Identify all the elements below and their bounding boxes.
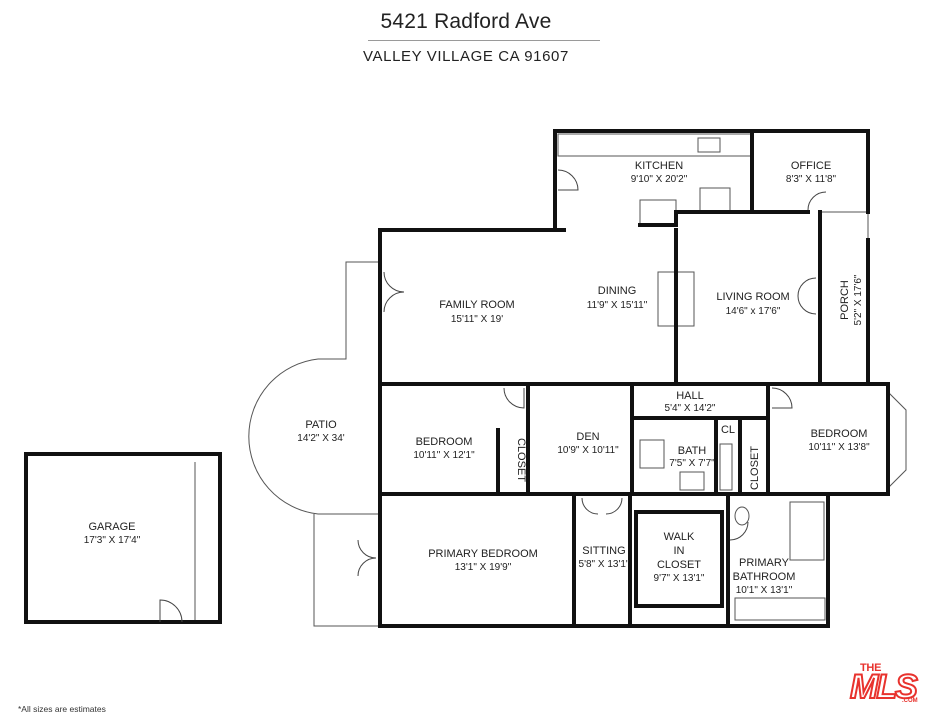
door-bedroom-west (503, 387, 525, 409)
title-divider (368, 40, 600, 41)
patio-outline (248, 261, 380, 515)
kitchen-size: 9'10" X 20'2" (631, 174, 688, 185)
kitchen-stove (699, 187, 731, 213)
logo-mls: MLS (849, 667, 919, 707)
dining-label: DINING (598, 285, 637, 297)
den-size: 10'9" X 10'11" (557, 445, 619, 456)
walk-in-closet-line3: CLOSET (657, 559, 701, 571)
toilet (734, 506, 750, 526)
kitchen-sink (697, 137, 721, 153)
primary-bedroom-label: PRIMARY BEDROOM (428, 548, 538, 560)
bedroom-east-label: BEDROOM (811, 428, 868, 440)
bathtub (719, 443, 733, 491)
bedroom-west-size: 10'11" X 12'1" (413, 450, 475, 461)
hall-label: HALL (676, 390, 704, 402)
room-labels: KITCHEN 9'10" X 20'2" OFFICE 8'3" X 11'8… (84, 160, 870, 596)
kitchen-counter (557, 133, 753, 157)
door-bedroom-east (771, 387, 793, 409)
porch-label: PORCH (839, 280, 851, 320)
primary-bathroom-size: 10'1" X 13'1" (736, 585, 793, 596)
tub-primary (789, 501, 825, 561)
closet-west-label: CLOSET (515, 438, 527, 482)
hall-size: 5'4" X 14'2" (665, 403, 716, 414)
kitchen-island (639, 199, 677, 225)
thin-lines (194, 133, 907, 627)
property-city: VALLEY VILLAGE CA 91607 (363, 48, 569, 65)
walls (24, 129, 890, 628)
walk-in-closet-line1: WALK (664, 531, 695, 543)
door-living-french (797, 277, 817, 315)
office-size: 8'3" X 11'8" (786, 174, 837, 185)
dining-size: 11'9" X 15'11" (587, 300, 648, 311)
porch-size: 5'2" X 17'6" (853, 274, 864, 325)
primary-bedroom-size: 13'1" X 19'9" (455, 562, 512, 573)
cl-label: CL (721, 424, 735, 436)
bath-label: BATH (678, 445, 707, 457)
vanity-primary (734, 597, 826, 621)
bay-window (887, 391, 907, 489)
family-room-label: FAMILY ROOM (439, 299, 514, 311)
garage-size: 17'3" X 17'4" (84, 535, 141, 546)
logo-com: .COM (902, 698, 918, 704)
office-label: OFFICE (791, 160, 831, 172)
door-family-french (383, 271, 405, 313)
sitting-size: 5'8" X 13'1" (579, 559, 630, 570)
bedroom-east-size: 10'11" X 13'8" (808, 442, 870, 453)
door-garage (159, 599, 183, 623)
patio-label: PATIO (305, 419, 337, 431)
mls-logo: THE MLS .COM (848, 662, 924, 708)
patio-size: 14'2" X 34' (297, 433, 344, 444)
door-kitchen (557, 169, 579, 191)
walk-in-closet-line2: IN (674, 545, 685, 557)
living-room-size: 14'6" x 17'6" (726, 306, 781, 317)
garage-label: GARAGE (88, 521, 135, 533)
sitting-label: SITTING (582, 545, 625, 557)
den-label: DEN (576, 431, 599, 443)
sizes-disclaimer: *All sizes are estimates (18, 704, 106, 714)
door-sitting (581, 497, 623, 515)
living-room-label: LIVING ROOM (716, 291, 789, 303)
primary-bathroom-line2: BATHROOM (733, 571, 796, 583)
door-office (807, 191, 827, 211)
bedroom-west-label: BEDROOM (416, 436, 473, 448)
primary-bathroom-line1: PRIMARY (739, 557, 790, 569)
walk-in-closet-size: 9'7" X 13'1" (654, 573, 705, 584)
doors (159, 169, 827, 623)
kitchen-label: KITCHEN (635, 160, 683, 172)
bath-sink (679, 471, 705, 491)
door-walkin (729, 521, 749, 541)
closet-east-label: CLOSET (749, 446, 761, 490)
door-primary-french (357, 539, 377, 577)
bath-size: 7'5" X 7'7" (669, 458, 715, 469)
property-address: 5421 Radford Ave (380, 10, 552, 33)
logo-the: THE (860, 662, 882, 674)
family-room-size: 15'11" X 19' (451, 314, 503, 325)
